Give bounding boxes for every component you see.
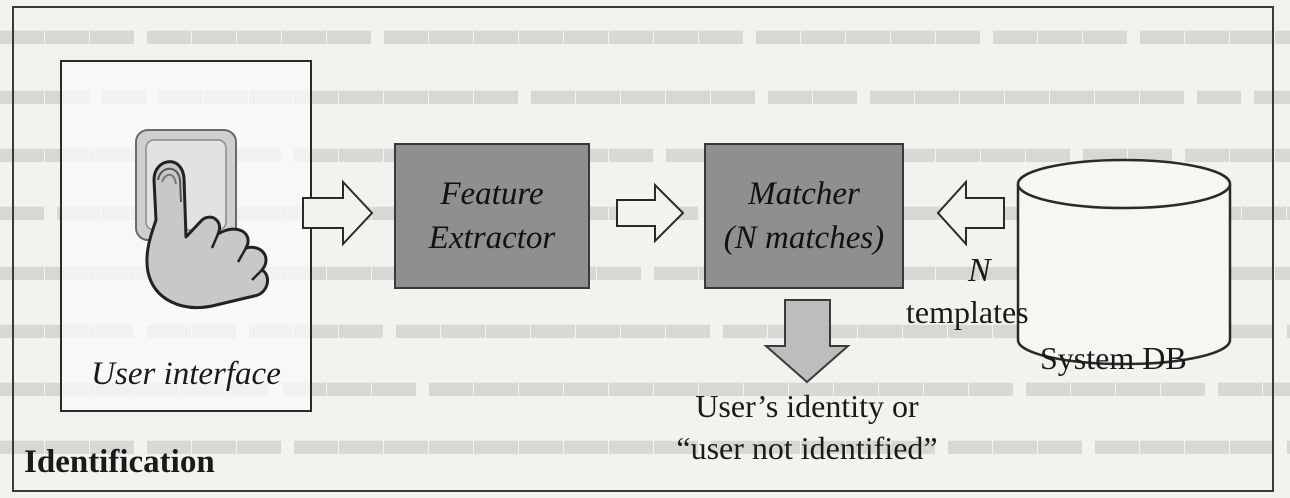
user-interface-box: User interface (60, 60, 312, 412)
system-db-label: System DB (1040, 340, 1187, 376)
user-interface-label: User interface (91, 356, 281, 392)
feature-extractor-label: Feature (440, 176, 544, 212)
templates-count-label: N (968, 252, 991, 289)
database-icon (1016, 158, 1232, 366)
templates-label: templates (906, 294, 1029, 330)
arrow-down-icon (763, 299, 851, 384)
matcher-box: Matcher (N matches) (704, 143, 904, 289)
arrow-left-icon (936, 179, 1005, 247)
arrow-right-icon (302, 179, 374, 247)
output-label: User’s identity or (695, 388, 919, 424)
matcher-label: (N matches) (723, 220, 885, 256)
diagram-frame (12, 6, 1274, 492)
arrow-right-icon (616, 182, 685, 244)
diagram-caption: Identification (24, 444, 215, 480)
matcher-label: Matcher (748, 176, 860, 212)
feature-extractor-label: Extractor (428, 220, 556, 256)
output-label: “user not identified” (676, 430, 938, 466)
fingerprint-touch-icon (135, 129, 270, 309)
feature-extractor-box: Feature Extractor (394, 143, 590, 289)
